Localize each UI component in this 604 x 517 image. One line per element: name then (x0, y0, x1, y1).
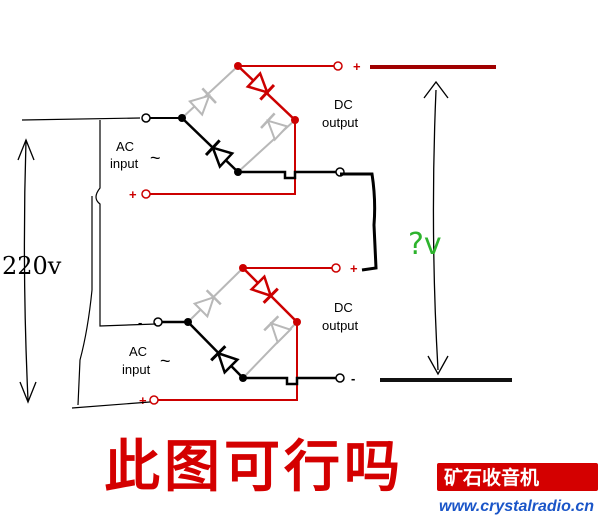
dc-label: DC (334, 300, 353, 315)
input-label: input (122, 362, 151, 377)
diode-icon (187, 87, 218, 117)
diagram-title: 此图可行吗 (104, 434, 404, 500)
watermark-url: www.crystalradio.cn (439, 498, 594, 515)
ac-mains-wires (21, 117, 157, 409)
output-label: output (322, 318, 359, 333)
output-label: output (322, 115, 359, 130)
terminal-ring-icon (333, 61, 343, 71)
input-label: input (110, 156, 139, 171)
terminal-ring-icon (335, 373, 345, 383)
site-watermark-logo: 矿石收音机 www.crystalradio.cn (437, 463, 598, 515)
terminal-ring-icon (331, 263, 341, 273)
plus-sign: + (350, 261, 358, 276)
plus-sign: + (353, 59, 361, 74)
dc-label: DC (334, 97, 353, 112)
double-arrow-icon (17, 138, 37, 404)
tilde-symbol: ~ (150, 148, 161, 168)
top-bridge-rectifier: AC input ~ DC output + + (110, 59, 361, 202)
minus-sign: - (351, 371, 355, 386)
terminal-ring-icon (141, 189, 151, 199)
minus-sign: - (138, 315, 142, 330)
double-arrow-icon (423, 80, 449, 376)
ac-label: AC (116, 139, 134, 154)
series-link-wire (340, 172, 378, 272)
plus-sign: + (129, 187, 137, 202)
ac-label: AC (129, 344, 147, 359)
diode-icon (262, 314, 293, 345)
plus-sign: + (139, 393, 147, 408)
output-voltage-question: ?v (408, 227, 442, 262)
watermark-name: 矿石收音机 (444, 466, 539, 489)
terminal-ring-icon (141, 113, 151, 123)
terminal-ring-icon (153, 317, 163, 327)
tilde-symbol: ~ (160, 351, 171, 371)
bottom-bridge-rectifier: AC input ~ DC output + - + - (122, 261, 359, 408)
terminal-ring-icon (149, 395, 159, 405)
diode-icon (259, 112, 290, 142)
input-voltage-label: 220v (2, 252, 62, 280)
